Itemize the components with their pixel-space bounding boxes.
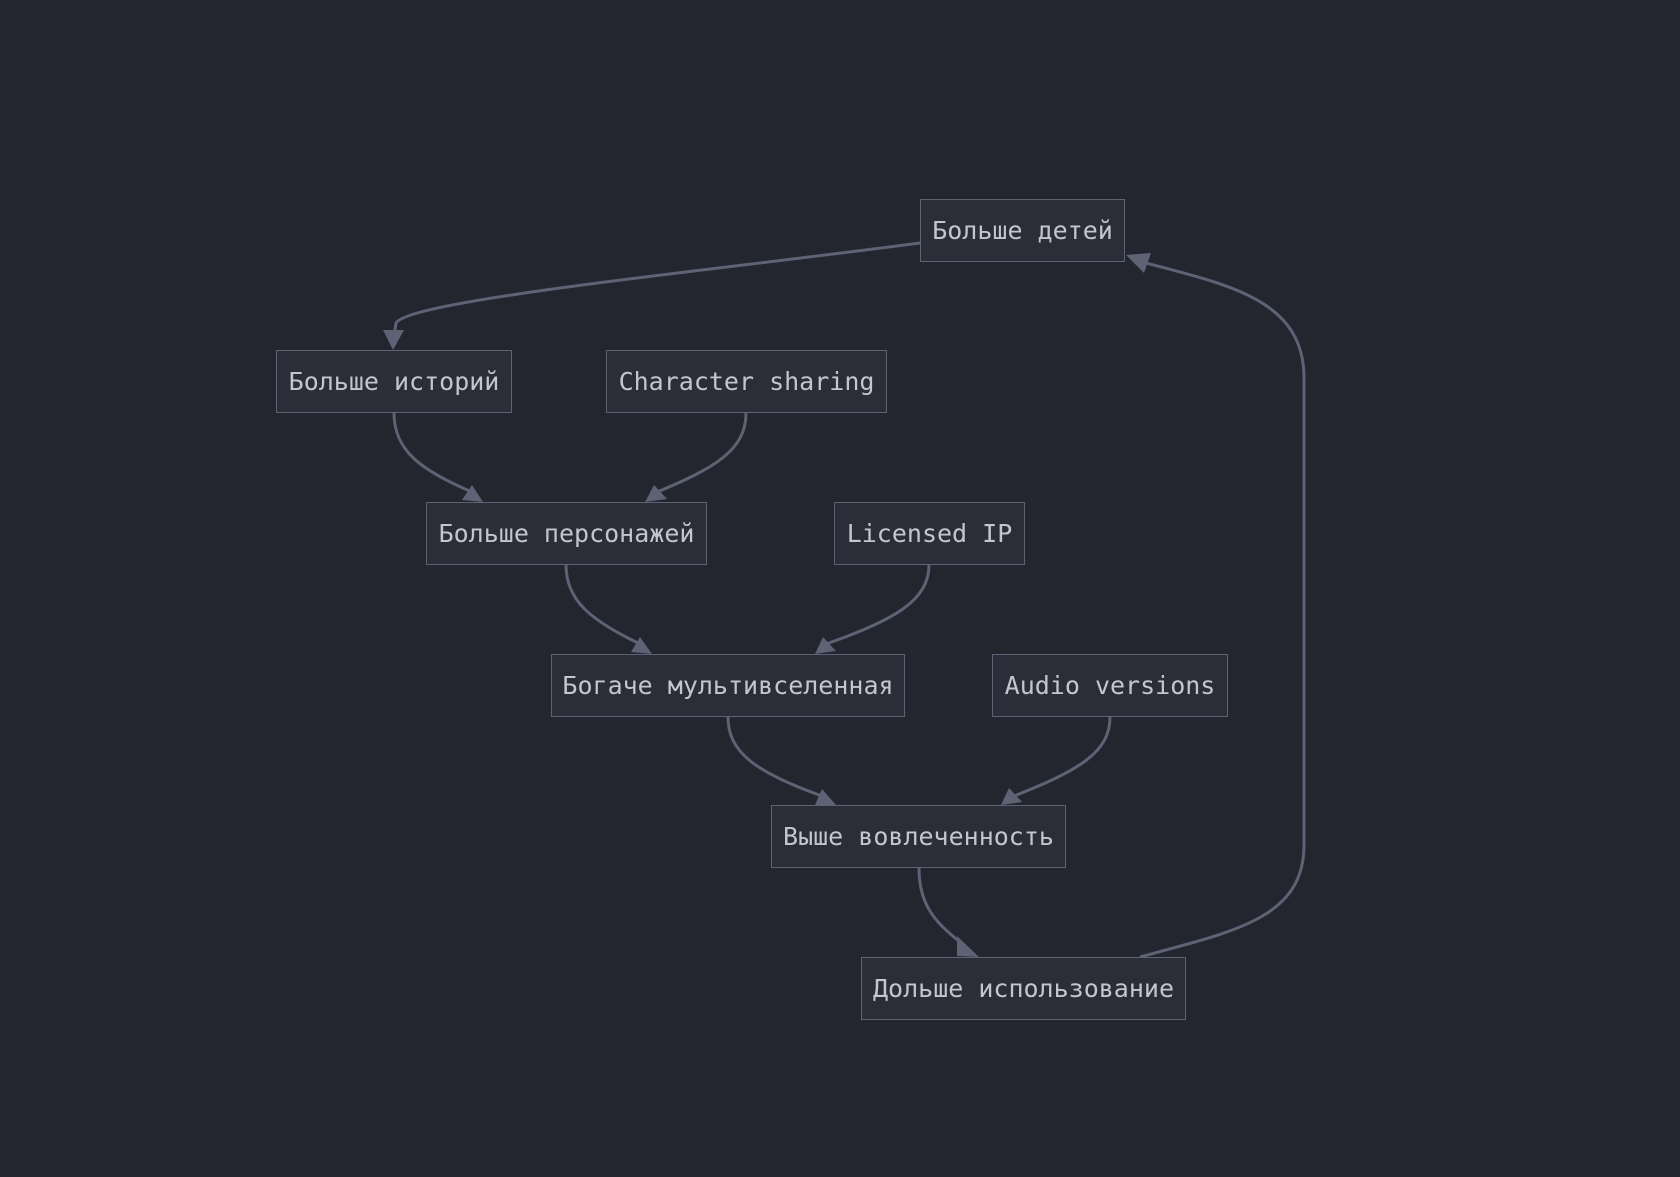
- arrowhead-usage: [957, 936, 979, 957]
- edge-characters-to-multiverse: [564, 564, 641, 646]
- node-label: Дольше использование: [872, 974, 1175, 1003]
- edge-stories-to-characters: [392, 412, 473, 494]
- node-audio-versions: Audio versions: [992, 654, 1228, 717]
- node-label: Выше вовлеченность: [783, 822, 1054, 851]
- arrowhead-characters-right: [645, 485, 667, 502]
- edge-engagement-to-usage: [917, 867, 961, 944]
- arrowhead-multiverse-right: [815, 637, 836, 654]
- edge-multiverse-to-engagement: [726, 716, 823, 798]
- node-longer-usage: Дольше использование: [861, 957, 1186, 1020]
- node-licensed-ip: Licensed IP: [834, 502, 1025, 565]
- node-more-kids: Больше детей: [920, 199, 1125, 262]
- arrowhead-engagement-right: [1001, 788, 1022, 805]
- node-label: Больше персонажей: [438, 519, 695, 548]
- node-label: Больше детей: [932, 216, 1113, 245]
- node-label: Богаче мультивселенная: [562, 671, 894, 700]
- arrowhead-kids: [1126, 253, 1151, 273]
- node-label: Audio versions: [1004, 671, 1216, 700]
- arrowhead-characters-left: [462, 485, 483, 502]
- arrowhead-stories: [383, 330, 404, 350]
- node-label: Licensed IP: [846, 519, 1013, 548]
- edge-usage-to-kids: [1139, 260, 1306, 959]
- node-more-characters: Больше персонажей: [426, 502, 707, 565]
- arrowhead-engagement-left: [815, 789, 836, 805]
- node-label: Character sharing: [618, 367, 875, 396]
- edge-kids-to-stories: [392, 241, 921, 337]
- edge-sharing-to-characters: [656, 412, 748, 494]
- node-character-sharing: Character sharing: [606, 350, 887, 413]
- arrowhead-multiverse-left: [631, 637, 652, 654]
- node-label: Больше историй: [288, 367, 500, 396]
- node-higher-engagement: Выше вовлеченность: [771, 805, 1066, 868]
- node-richer-multiverse: Богаче мультивселенная: [551, 654, 905, 717]
- edge-licensed-to-multiverse: [825, 564, 931, 646]
- node-more-stories: Больше историй: [276, 350, 512, 413]
- edge-audio-to-engagement: [1013, 716, 1112, 798]
